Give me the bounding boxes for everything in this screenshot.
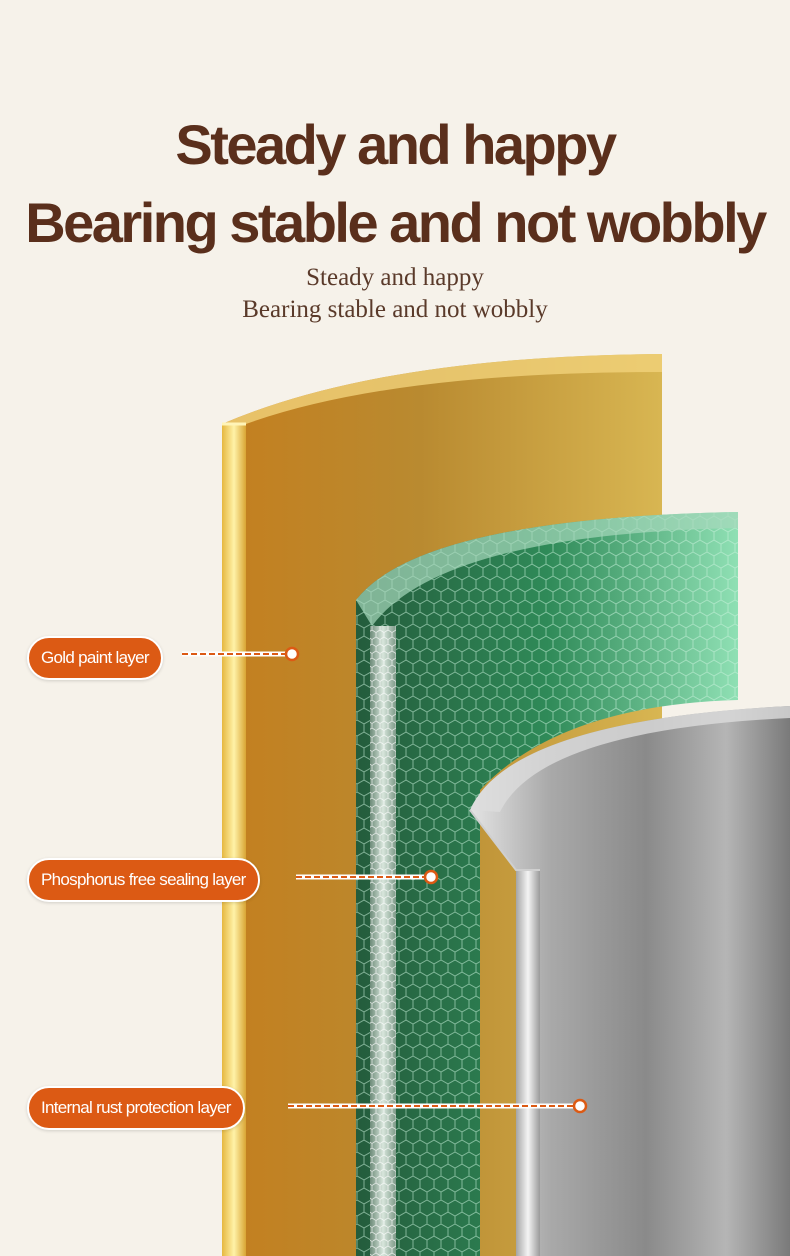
subheadline-line-2: Bearing stable and not wobbly xyxy=(242,296,548,323)
callout-internal-rust-protection-layer: Internal rust protection layer xyxy=(27,1086,245,1130)
main-headline-line-2: Bearing stable and not wobbly xyxy=(25,191,767,254)
main-headline-line-1: Steady and happy xyxy=(175,113,617,176)
callout-phosphorus-free-sealing-layer: Phosphorus free sealing layer xyxy=(27,858,260,902)
callout-leader-rust xyxy=(288,1098,588,1114)
rust-protection-layer-shape xyxy=(469,706,790,1256)
layer-cutaway-illustration xyxy=(182,354,790,1256)
callout-gold-paint-layer: Gold paint layer xyxy=(27,636,163,680)
callout-leader-sealing xyxy=(296,869,439,885)
sealing-layer-shape xyxy=(356,512,738,1256)
callout-leader-gold xyxy=(182,646,300,662)
subheadline-line-1: Steady and happy xyxy=(306,264,484,291)
